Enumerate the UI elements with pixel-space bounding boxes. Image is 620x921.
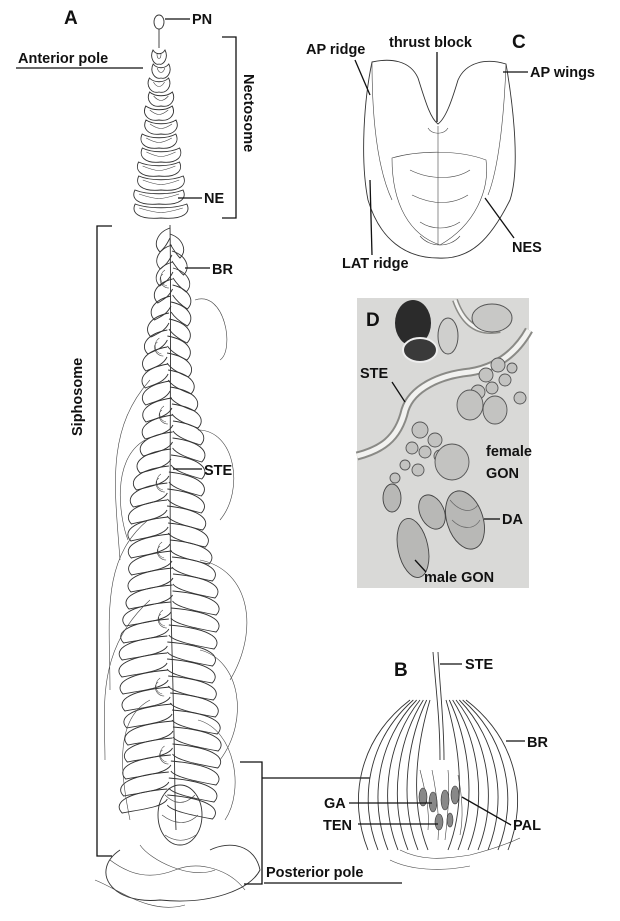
- lat-ridge-label: LAT ridge: [342, 256, 409, 272]
- br-label: BR: [212, 262, 233, 278]
- panel-d-micrograph: [357, 298, 529, 588]
- pneumatophore: [154, 15, 164, 29]
- ste-label-d: STE: [360, 366, 389, 382]
- pn-label: PN: [192, 12, 212, 28]
- posterior-pole-label: Posterior pole: [266, 865, 364, 881]
- panel-b-letter: B: [394, 660, 408, 681]
- da-label: DA: [502, 512, 523, 528]
- panel-c-nectophore: [364, 60, 516, 258]
- female-gon-label-line1: female: [486, 444, 532, 460]
- female-gon-label-line2: GON: [486, 466, 519, 482]
- ten-label: TEN: [323, 818, 352, 834]
- ne-label: NE: [204, 191, 224, 207]
- ap-ridge-label: AP ridge: [306, 42, 365, 58]
- thrust-block-label: thrust block: [389, 35, 473, 51]
- panel-c-letter: C: [512, 32, 526, 53]
- ste-label-b: STE: [465, 657, 494, 673]
- panel-a-letter: A: [64, 8, 78, 29]
- panel-a-illustration: [95, 15, 260, 907]
- male-gon-label: male GON: [424, 570, 494, 586]
- br-label-b: BR: [527, 735, 548, 751]
- panel-d-letter: D: [366, 310, 380, 331]
- ste-label-a: STE: [204, 463, 233, 479]
- nectosome-label: Nectosome: [240, 74, 256, 152]
- pal-label: PAL: [513, 818, 541, 834]
- anterior-pole-label: Anterior pole: [18, 51, 108, 67]
- ap-wings-label: AP wings: [530, 65, 595, 81]
- siphosome-label: Siphosome: [70, 358, 86, 436]
- ga-label: GA: [324, 796, 346, 812]
- panel-b-cormidium: [358, 652, 520, 869]
- nes-label: NES: [512, 240, 542, 256]
- nectosome-nectophores: [134, 50, 188, 218]
